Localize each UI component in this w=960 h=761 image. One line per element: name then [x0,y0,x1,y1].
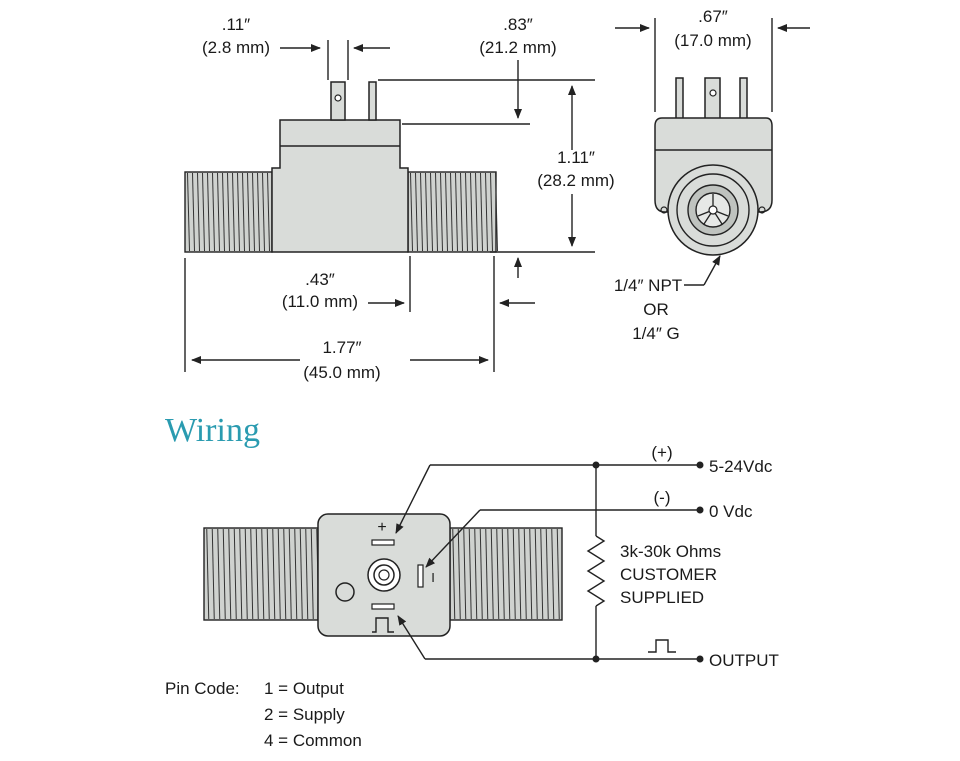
minus-terminal-label: (-) [654,488,671,507]
dim-pin-height: .83″ (21.2 mm) [402,15,557,125]
dim-width-mm: (17.0 mm) [674,31,751,50]
dim-total-length-inch: 1.77″ [322,338,361,357]
thread-callout: 1/4″ NPT OR 1/4″ G [614,255,721,343]
thread-line-1: 1/4″ NPT [614,276,682,295]
end-view [654,77,773,256]
resistor-label-3: SUPPLIED [620,588,704,607]
wiring-lines [395,461,704,663]
pin-minus-label: I [431,570,435,585]
connector-pins [330,81,377,121]
dim-pin-height-inch: .83″ [503,15,533,34]
dim-total-length-mm: (45.0 mm) [303,363,380,382]
thread-line-3: 1/4″ G [632,324,680,343]
dim-body-length-inch: .43″ [305,270,335,289]
dim-body-length-mm: (11.0 mm) [282,292,358,311]
output-label: OUTPUT [709,651,779,670]
dim-total-height-mm: (28.2 mm) [537,171,614,190]
dim-pin-spacing: .11″ (2.8 mm) [202,15,390,80]
pin-code-item: 2 = Supply [264,705,345,724]
plus-terminal-label: (+) [651,443,672,462]
dim-total-height-inch: 1.11″ [557,148,595,167]
supply-label: 5-24Vdc [709,457,773,476]
left-thread [184,171,273,253]
right-thread [407,171,498,253]
pin-code-label: Pin Code: [165,679,240,698]
wiring-sensor: + I [203,513,563,637]
pin-code-item: 1 = Output [264,679,344,698]
pin-code-item: 4 = Common [264,731,362,750]
wiring-title: Wiring [165,412,260,449]
dim-pin-spacing-mm: (2.8 mm) [202,38,270,57]
resistor-label-1: 3k-30k Ohms [620,542,721,561]
dim-pin-spacing-inch: .11″ [222,15,250,34]
dim-body-length: .43″ (11.0 mm) [282,256,535,372]
pin-code-legend: Pin Code: 1 = Output 2 = Supply 4 = Comm… [165,679,362,750]
side-view [184,81,498,253]
pin-plus-label: + [377,519,386,536]
thread-line-2: OR [643,300,669,319]
ground-label: 0 Vdc [709,502,753,521]
resistor-label-2: CUSTOMER [620,565,717,584]
center-body [271,119,409,253]
dim-width-inch: .67″ [698,7,728,26]
dim-width: .67″ (17.0 mm) [615,7,810,112]
dim-pin-height-mm: (21.2 mm) [479,38,556,57]
dim-total-height: 1.11″ (28.2 mm) [378,79,615,278]
dim-total-length: 1.77″ (45.0 mm) [184,258,489,382]
